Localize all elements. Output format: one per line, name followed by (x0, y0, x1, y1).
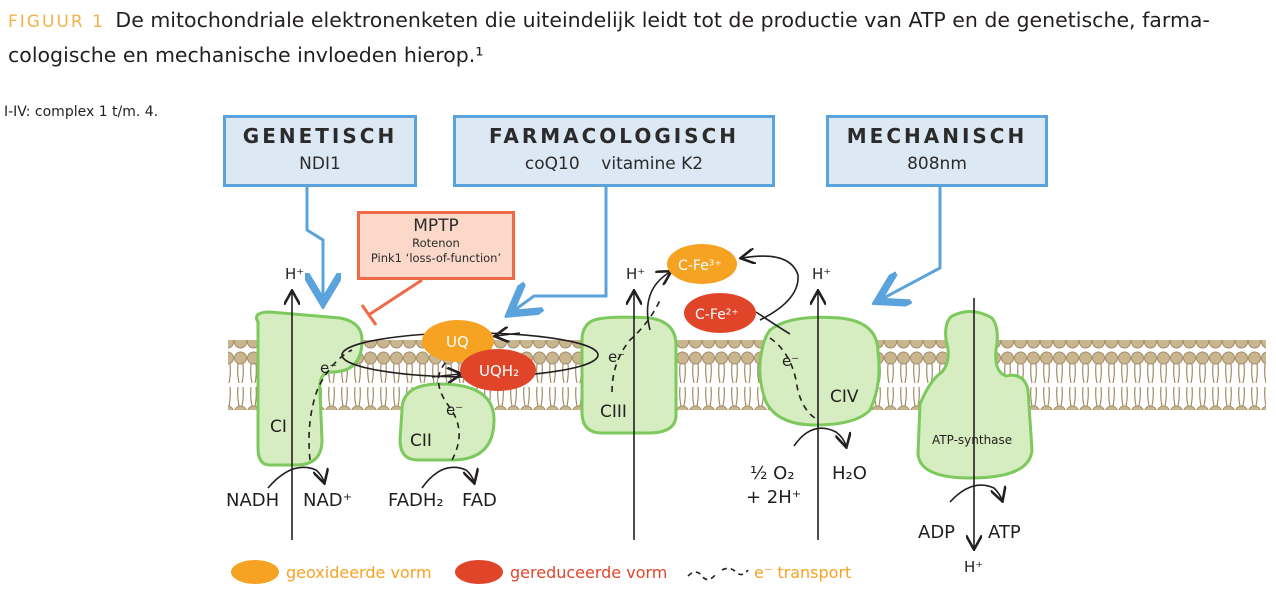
mechanical-arrow (880, 187, 942, 300)
mechanical-title: MECHANISCH (846, 124, 1028, 148)
mechanical-sub: 808nm (907, 154, 967, 174)
cyt-c-arrow-back (742, 256, 799, 321)
ubiquinol-reduced (460, 349, 536, 391)
cytochrome-c-reduced (684, 293, 756, 333)
complex-1-label: CI (270, 417, 287, 437)
electron-path-c2 (437, 361, 460, 461)
uq-label: UQ (446, 333, 469, 351)
q-cycle-arrow-left (496, 333, 521, 336)
mptp-pink1: Pink1 ‘loss-of-function’ (370, 251, 502, 265)
genetic-box: GENETISCH NDI1 (223, 115, 417, 187)
legend-reduced-label: gereduceerde vorm (510, 563, 667, 582)
h-plus-c1: H⁺ (285, 265, 304, 283)
mptp-inhibition-line (369, 278, 423, 316)
atp-synthase-shape (916, 310, 1034, 480)
atp-label: ATP (988, 522, 1021, 543)
electron-label-c1: e⁻ (320, 359, 337, 377)
cyt-c-arrow-up (646, 272, 671, 331)
electron-path-c4 (769, 337, 819, 421)
legend-oxidized-label: geoxideerde vorm (286, 563, 432, 582)
q-cycle-arrow-right (431, 374, 460, 377)
electron-label-c3: e⁻ (608, 348, 625, 366)
complex-1-shape (255, 310, 364, 467)
complex-3-label: CIII (600, 402, 627, 422)
electron-label-c4: e⁻ (782, 352, 799, 370)
electron-path-c1 (308, 349, 353, 461)
figure-caption: FIGUUR 1 De mitochondriale elektronenket… (8, 4, 1270, 72)
nadh-reaction-arrow (267, 466, 324, 489)
oxygen-label: ½ O₂ (750, 463, 795, 484)
genetic-title: GENETISCH (242, 124, 398, 148)
h-plus-c3: H⁺ (626, 265, 645, 283)
water-label: H₂O (832, 463, 867, 484)
mptp-box: MPTP Rotenon Pink1 ‘loss-of-function’ (357, 211, 515, 280)
electron-path-c3 (611, 299, 661, 393)
legend-transport-swatch (687, 567, 749, 581)
cfe2-label: C-Fe²⁺ (695, 307, 739, 323)
adp-label: ADP (918, 522, 955, 543)
complex-2-shape (398, 382, 496, 462)
nadh-label: NADH (226, 490, 279, 511)
membrane-bilayer (228, 340, 1266, 410)
fadh2-reaction-arrow (421, 466, 474, 489)
complex-3-shape (580, 315, 678, 435)
h-plus-atp: H⁺ (964, 558, 983, 576)
cyt-c-arrow-down (755, 311, 791, 335)
mptp-title: MPTP (413, 216, 459, 236)
pharmacological-box: FARMACOLOGISCH coQ10 vitamine K2 (453, 115, 775, 187)
mptp-inhibition-bar (360, 304, 378, 326)
protons-label: + 2H⁺ (746, 487, 801, 508)
h-plus-c4: H⁺ (812, 265, 831, 283)
complex-2-label: CII (410, 431, 432, 451)
atp-reaction-arrow (949, 484, 1002, 502)
uqh2-label: UQH₂ (479, 362, 519, 380)
cfe3-label: C-Fe³⁺ (678, 258, 722, 274)
figure-label: FIGUUR 1 (8, 12, 105, 32)
genetic-arrow (307, 187, 323, 300)
complex-4-label: CIV (830, 387, 859, 407)
pharmacological-sub: coQ10 vitamine K2 (524, 154, 704, 174)
mechanical-box: MECHANISCH 808nm (826, 115, 1048, 187)
mptp-rotenon: Rotenon (412, 236, 460, 250)
legend-reduced-swatch (455, 560, 503, 584)
figure-caption-text: De mitochondriale elektronenketen die ui… (8, 8, 1210, 67)
fad-label: FAD (462, 490, 497, 511)
electron-label-c2: e⁻ (446, 401, 463, 419)
genetic-sub: NDI1 (299, 154, 341, 174)
atp-synthase-label: ATP-synthase (932, 433, 1012, 447)
abbreviation-note: I-IV: complex 1 t/m. 4. (4, 104, 159, 120)
cytochrome-c-oxidized (667, 244, 737, 284)
complex-4-shape (758, 315, 881, 427)
legend-transport-label: e⁻ transport (754, 563, 851, 582)
legend-oxidized-swatch (231, 560, 279, 584)
oxygen-reaction-arrow (793, 427, 846, 446)
ubiquinone-oxidized (422, 320, 494, 362)
fadh2-label: FADH₂ (388, 490, 444, 511)
pharmacological-title: FARMACOLOGISCH (488, 124, 740, 148)
nad-label: NAD⁺ (303, 490, 352, 511)
pharmacological-arrow (512, 187, 608, 312)
